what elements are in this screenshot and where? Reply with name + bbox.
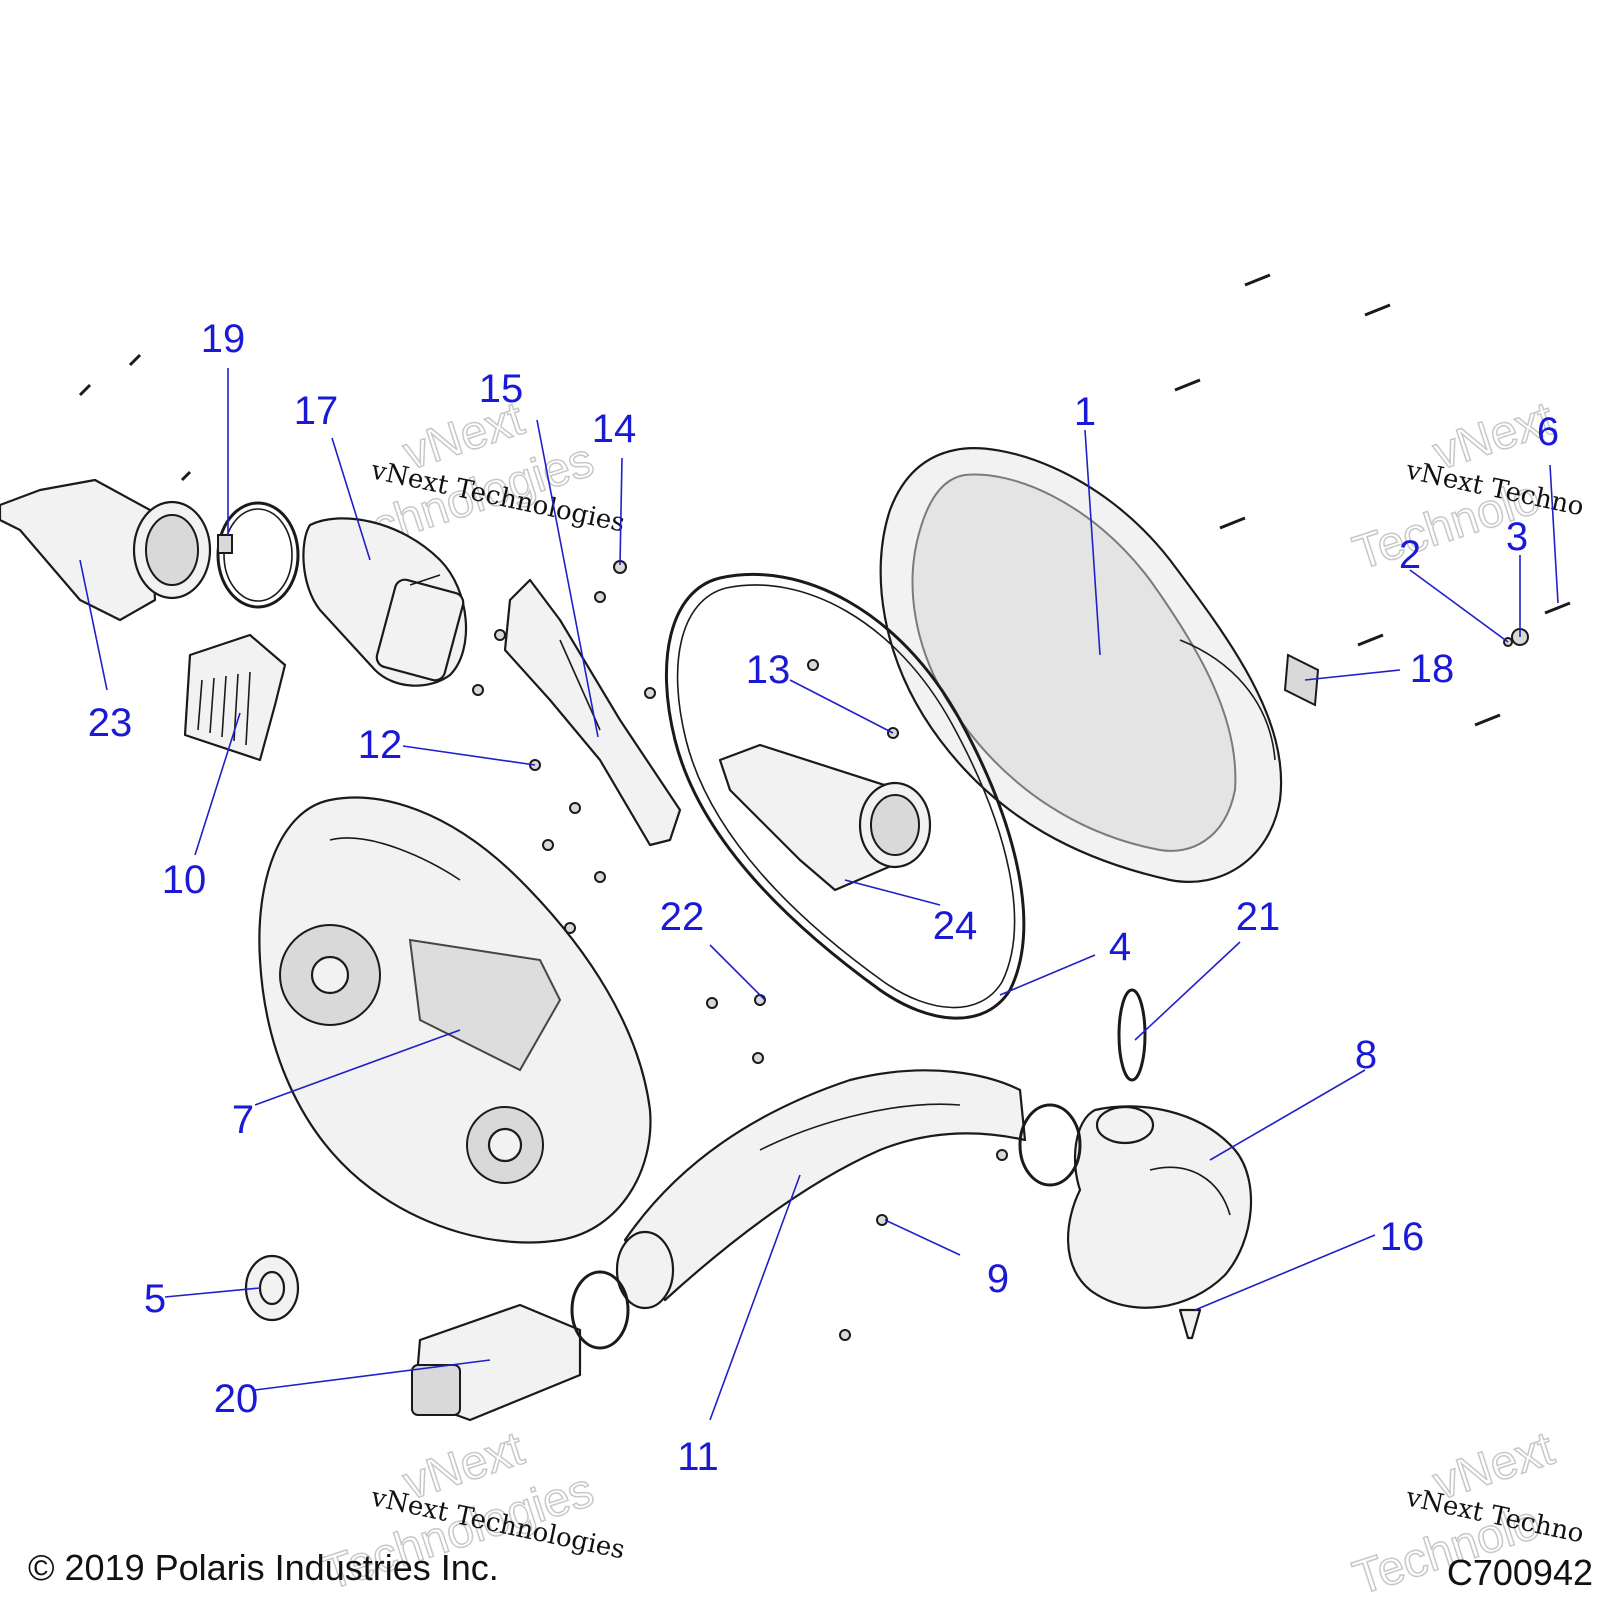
- callout-20: 20: [214, 1377, 259, 1421]
- callout-21: 21: [1236, 895, 1281, 939]
- part-outer-cover: [879, 447, 1283, 883]
- part-clamp-21: [1117, 988, 1147, 1082]
- callout-5: 5: [144, 1277, 166, 1321]
- part-cover-seal: [664, 573, 1026, 1020]
- part-drain: [1178, 1308, 1202, 1340]
- callout-19: 19: [201, 317, 246, 361]
- callout-24: 24: [933, 904, 978, 948]
- callout-13: 13: [746, 648, 791, 692]
- callout-14: 14: [592, 407, 637, 451]
- part-outlet-hose: [615, 1069, 1027, 1310]
- callout-16: 16: [1380, 1215, 1425, 1259]
- part-screen: [183, 633, 287, 762]
- callout-8: 8: [1355, 1033, 1377, 1077]
- callout-23: 23: [88, 701, 133, 745]
- figure-id: C700942: [1447, 1552, 1593, 1593]
- part-clamp-elbow: [1018, 1103, 1082, 1187]
- callout-17: 17: [294, 389, 339, 433]
- copyright-notice: © 2019 Polaris Industries Inc.: [28, 1547, 499, 1588]
- callout-7: 7: [232, 1098, 254, 1142]
- callout-4: 4: [1109, 925, 1131, 969]
- callout-11: 11: [677, 1435, 719, 1479]
- callout-18: 18: [1410, 647, 1455, 691]
- part-washer: [244, 1254, 300, 1322]
- part-decal: [1283, 653, 1320, 707]
- callout-22: 22: [660, 895, 705, 939]
- part-clamp-hose: [570, 1270, 630, 1350]
- callout-12: 12: [358, 723, 403, 767]
- part-elbow-duct: [302, 517, 468, 687]
- callout-15: 15: [479, 367, 524, 411]
- callout-2: 2: [1399, 533, 1421, 577]
- callout-10: 10: [162, 858, 207, 902]
- callout-6: 6: [1537, 410, 1559, 454]
- part-intake-duct: [0, 478, 212, 622]
- leader-lines: [79, 368, 1559, 1421]
- part-inlet-sleeve: [411, 1303, 582, 1422]
- callout-9: 9: [987, 1257, 1009, 1301]
- part-outlet-elbow: [1066, 1105, 1253, 1309]
- fasteners: [78, 273, 1571, 1341]
- callout-3: 3: [1506, 515, 1528, 559]
- callout-1: 1: [1074, 390, 1096, 434]
- part-duct-insert: [718, 743, 932, 892]
- part-clamp-19: [216, 501, 300, 609]
- part-inner-cover: [258, 796, 652, 1244]
